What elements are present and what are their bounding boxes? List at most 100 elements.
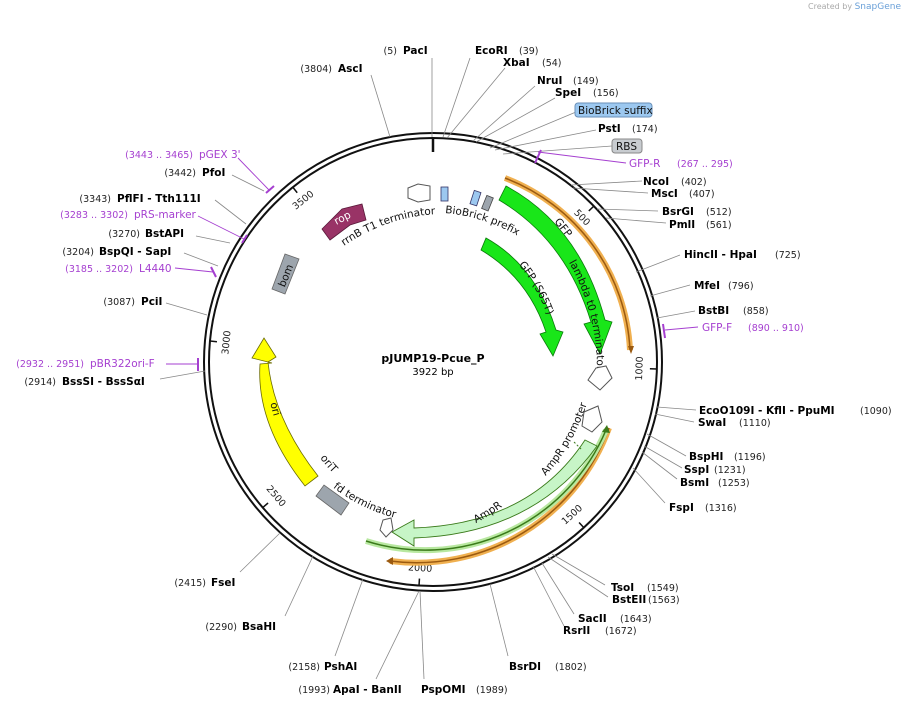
site-pos: (2290) — [205, 622, 237, 633]
tick-mark — [209, 340, 218, 343]
site-bsteii[interactable]: BstEII — [612, 594, 646, 606]
biobrick-suffix-part[interactable] — [469, 189, 482, 207]
site-mfei[interactable]: MfeI — [694, 280, 720, 292]
site-pos: (1993) — [298, 685, 330, 696]
site-pacI[interactable]: PacI — [403, 45, 428, 57]
site-leader — [183, 252, 219, 267]
site-pos: (3442) — [164, 168, 196, 179]
primer-pgex-3[interactable]: pGEX 3' — [199, 149, 241, 161]
site-spei[interactable]: SpeI — [555, 87, 581, 99]
site-bsssi[interactable]: BssSI - BssSαI — [62, 376, 145, 388]
site-tsoi[interactable]: TsoI — [611, 582, 634, 594]
site-bsrdi[interactable]: BsrDI — [509, 661, 541, 673]
credit: Created by SnapGene — [808, 2, 901, 12]
site-swai[interactable]: SwaI — [698, 417, 726, 429]
site-xbai[interactable]: XbaI — [503, 57, 530, 69]
site-pos: (3804) — [300, 64, 332, 75]
primer-pbr322ori-f[interactable]: pBR322ori-F — [90, 358, 155, 370]
primer-leader — [664, 326, 699, 331]
site-leader — [572, 187, 649, 194]
site-sspi[interactable]: SspI — [684, 464, 709, 476]
gfp-s65t-feature[interactable] — [480, 237, 564, 357]
rrnb-terminator-icon[interactable] — [407, 183, 431, 203]
site-ecoo109i[interactable]: EcoO109I - KflI - PpuMI — [699, 405, 835, 417]
site-psti[interactable]: PstI — [598, 123, 621, 135]
site-pspomi[interactable]: PspOMI — [421, 684, 466, 696]
site-sacii[interactable]: SacII — [578, 613, 607, 625]
site-leader — [475, 97, 556, 143]
site-bsrgi[interactable]: BsrGI — [662, 206, 694, 218]
primer-marker — [662, 323, 666, 339]
biobrick-prefix-part[interactable] — [440, 186, 449, 202]
rop-feature[interactable] — [321, 203, 367, 241]
site-bsmi[interactable]: BsmI — [680, 477, 709, 489]
primer-range: (267 .. 295) — [677, 159, 733, 170]
lambda-t0-terminator-icon[interactable] — [587, 365, 613, 391]
site-leader — [472, 85, 536, 142]
site-pflfi-tth111i[interactable]: PflFI - Tth111I — [117, 193, 201, 205]
site-pos: (5) — [384, 46, 397, 57]
site-pos: (1090) — [860, 406, 892, 417]
site-pos: (1643) — [620, 614, 652, 625]
site-fspi[interactable]: FspI — [669, 502, 694, 514]
site-pcii[interactable]: PciI — [141, 296, 162, 308]
site-pos: (1563) — [648, 595, 680, 606]
site-pos: (1549) — [647, 583, 679, 594]
site-pos: (1231) — [714, 465, 746, 476]
tick-mark — [262, 502, 269, 509]
site-pos: (1196) — [734, 452, 766, 463]
site-bsphi[interactable]: BspHI — [689, 451, 723, 463]
site-pos: (725) — [775, 250, 801, 261]
site-pmli[interactable]: PmlI — [669, 219, 695, 231]
primer-prs-marker[interactable]: pRS-marker — [134, 209, 197, 221]
site-rsrii[interactable]: RsrII — [563, 625, 590, 637]
site-leader — [632, 467, 666, 504]
site-apai-banii[interactable]: ApaI - BanII — [333, 684, 402, 696]
site-leader — [646, 433, 687, 457]
ampr-orange-arrowhead — [386, 557, 393, 565]
rbs-box[interactable] — [611, 138, 643, 154]
site-pos: (174) — [632, 124, 658, 135]
bom-feature[interactable] — [271, 253, 300, 295]
primer-range: (3443 .. 3465) — [125, 150, 193, 161]
fd-terminator-icon[interactable] — [379, 517, 394, 538]
site-pos: (402) — [681, 177, 707, 188]
primer-gfp-r[interactable]: GFP-R — [629, 158, 660, 170]
site-leader — [541, 562, 575, 615]
site-bstapi[interactable]: BstAPI — [145, 228, 184, 240]
site-bspqi-sapi[interactable]: BspQI - SapI — [99, 246, 171, 258]
tick-mark — [588, 205, 595, 212]
site-leader — [239, 532, 281, 573]
site-pshai[interactable]: PshAI — [324, 661, 357, 673]
ampr-promoter-arrow[interactable] — [581, 405, 603, 433]
site-ecori[interactable]: EcoRI — [475, 45, 508, 57]
site-ncoi[interactable]: NcoI — [643, 176, 669, 188]
ampr-feature[interactable] — [391, 439, 598, 547]
rbs-part[interactable] — [481, 194, 494, 212]
site-pos: (149) — [573, 76, 599, 87]
site-leader — [214, 199, 247, 225]
site-leader — [656, 310, 696, 319]
site-fsei[interactable]: FseI — [211, 577, 235, 589]
site-asci[interactable]: AscI — [338, 63, 363, 75]
primer-l4440[interactable]: L4440 — [139, 263, 172, 275]
gfp-feature[interactable] — [498, 185, 613, 355]
site-leader — [165, 302, 208, 316]
tick-mark — [578, 521, 585, 529]
site-bstbi[interactable]: BstBI — [698, 305, 729, 317]
site-pos: (3087) — [103, 297, 135, 308]
ori-feature[interactable] — [251, 337, 319, 487]
backbone-outer — [203, 132, 663, 592]
primer-gfp-f[interactable]: GFP-F — [702, 322, 732, 334]
orit-feature[interactable] — [315, 484, 350, 516]
site-leader — [489, 111, 577, 149]
biobrick-suffix-box[interactable] — [574, 102, 653, 118]
primer-leader — [537, 151, 627, 164]
site-bsahi[interactable]: BsaHI — [242, 621, 276, 633]
site-nrui[interactable]: NruI — [537, 75, 562, 87]
site-msci[interactable]: MscI — [651, 188, 678, 200]
site-hincii-hpai[interactable]: HincII - HpaI — [684, 249, 757, 261]
tick-label: 1000 — [634, 356, 646, 381]
site-pfoi[interactable]: PfoI — [202, 167, 225, 179]
